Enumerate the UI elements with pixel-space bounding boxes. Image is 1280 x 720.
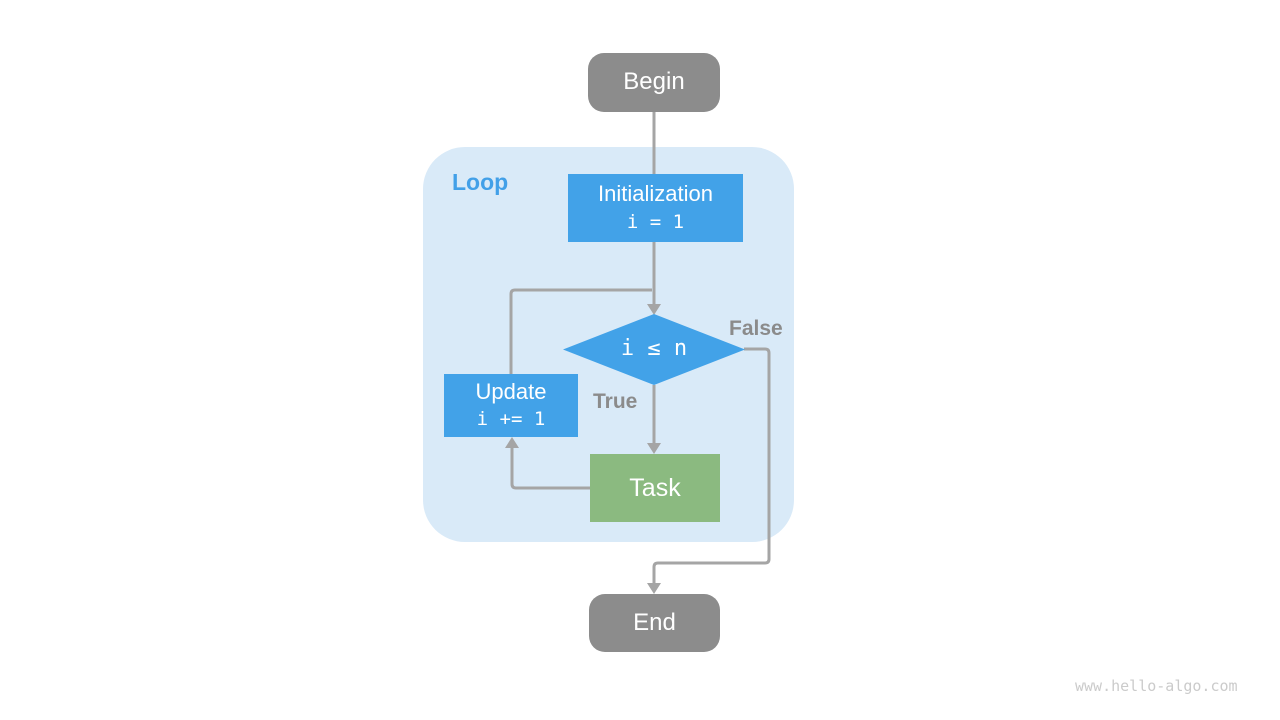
node-begin-label: Begin <box>623 68 685 96</box>
watermark-url: www.hello-algo.com <box>1075 677 1238 695</box>
node-update-code: i += 1 <box>476 408 546 431</box>
node-update-label: Update <box>475 378 547 404</box>
node-update: Update i += 1 <box>444 374 578 437</box>
edge-label-true: True <box>593 390 638 413</box>
edge-label-false: False <box>729 317 783 340</box>
node-initialization-code: i = 1 <box>626 210 685 233</box>
node-end: End <box>589 594 720 652</box>
node-begin: Begin <box>588 53 720 112</box>
arrowhead-into-end <box>647 583 661 594</box>
node-task: Task <box>590 454 720 522</box>
node-condition-expression: i ≤ n <box>620 336 688 362</box>
node-end-label: End <box>633 608 676 636</box>
node-initialization-label: Initialization <box>598 181 713 207</box>
loop-scope-label: Loop <box>452 169 509 195</box>
node-initialization: Initialization i = 1 <box>568 174 743 242</box>
node-task-label: Task <box>629 474 681 502</box>
